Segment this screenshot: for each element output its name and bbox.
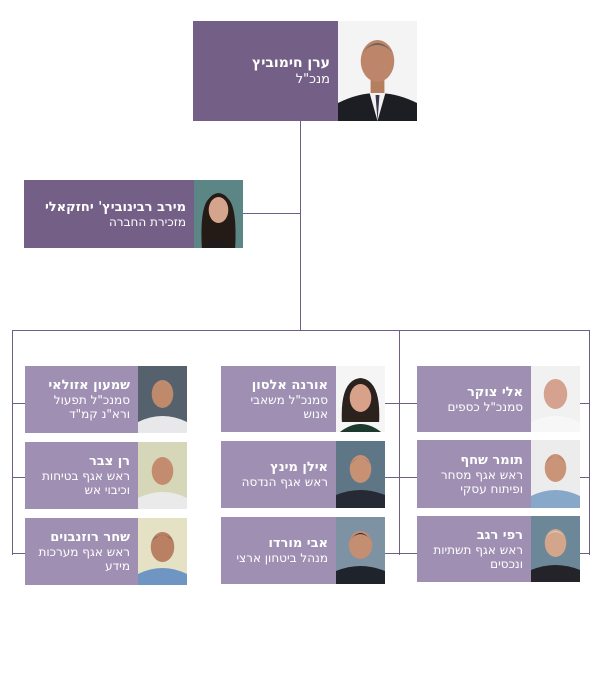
assistant-connector (243, 213, 301, 214)
person-role: ראש אגף בטיחות וכיבוי אש (42, 469, 130, 497)
person-role: סמנכ"ל משאבי אנוש (250, 392, 328, 421)
person-name: תומר שחף (460, 452, 523, 468)
person-photo (531, 366, 580, 432)
person-name: אבי מורדו (268, 536, 328, 551)
right-tick-2 (580, 477, 590, 478)
person-name: אלי צוקר (466, 384, 523, 400)
ceo-name: ערן חימוביץ (251, 54, 330, 71)
left-column-line (12, 330, 13, 555)
left-tick-2 (12, 477, 25, 478)
ceo-card[interactable]: ערן חימוביץ מנכ"ל (193, 21, 417, 121)
person-role: ראש אגף הנדסה (241, 475, 328, 489)
right-column-line (589, 330, 590, 555)
assistant-photo (194, 180, 243, 248)
ceo-role: מנכ"ל (295, 71, 330, 87)
person-card-2-2[interactable]: אילן מינץ ראש אגף הנדסה (221, 441, 385, 508)
person-card-1-3[interactable]: רפי רגב ראש אגף תשתיות ונכסים (417, 516, 580, 582)
person-photo (138, 518, 187, 585)
horizontal-bus (12, 330, 590, 331)
assistant-card[interactable]: מירב רבינוביץ' יחזקאלי מזכירת החברה (24, 180, 243, 248)
middle-column-line (399, 330, 400, 555)
person-role: מנהל ביטחון ארצי (236, 551, 328, 565)
person-card-1-1[interactable]: אלי צוקר סמנכ"ל כספים (417, 366, 580, 432)
person-photo (336, 517, 385, 584)
assistant-name: מירב רבינוביץ' יחזקאלי (44, 199, 186, 215)
left-tick-1 (12, 403, 25, 404)
person-name: שחר רוזנבוים (50, 530, 130, 545)
person-photo (531, 516, 580, 582)
person-name: אילן מינץ (270, 460, 328, 475)
ceo-photo (338, 21, 417, 121)
person-card-3-3[interactable]: שחר רוזנבוים ראש אגף מערכות מידע (25, 518, 187, 585)
person-role: סמנכ"ל כספים (447, 399, 523, 414)
assistant-role: מזכירת החברה (108, 214, 186, 229)
right-tick-3 (580, 553, 590, 554)
person-name: אורנה אלסון (251, 377, 328, 393)
person-role: ראש אגף תשתיות ונכסים (433, 542, 523, 571)
ceo-vertical-connector (300, 120, 301, 330)
person-photo (336, 441, 385, 508)
middle-tick-2 (385, 477, 417, 478)
person-card-2-1[interactable]: אורנה אלסון סמנכ"ל משאבי אנוש (221, 366, 385, 432)
person-name: רפי רגב (476, 527, 523, 543)
person-role: סמנכ"ל תפעול ורא"נ קמ"ד (53, 393, 130, 421)
person-role: ראש אגף מערכות מידע (38, 545, 130, 573)
person-name: רן צבר (88, 454, 130, 469)
middle-tick-3 (385, 553, 417, 554)
person-card-2-3[interactable]: אבי מורדו מנהל ביטחון ארצי (221, 517, 385, 584)
person-name: שמעון אזולאי (48, 378, 130, 393)
left-tick-3 (12, 553, 25, 554)
right-tick-1 (580, 403, 590, 404)
person-role: ראש אגף מסחר ופיתוח עסקי (440, 467, 523, 496)
person-photo (138, 442, 187, 509)
person-photo (138, 366, 187, 433)
person-photo (336, 366, 385, 432)
person-card-1-2[interactable]: תומר שחף ראש אגף מסחר ופיתוח עסקי (417, 440, 580, 508)
person-card-3-1[interactable]: שמעון אזולאי סמנכ"ל תפעול ורא"נ קמ"ד (25, 366, 187, 433)
person-card-3-2[interactable]: רן צבר ראש אגף בטיחות וכיבוי אש (25, 442, 187, 509)
person-photo (531, 440, 580, 508)
middle-tick-1 (385, 403, 417, 404)
